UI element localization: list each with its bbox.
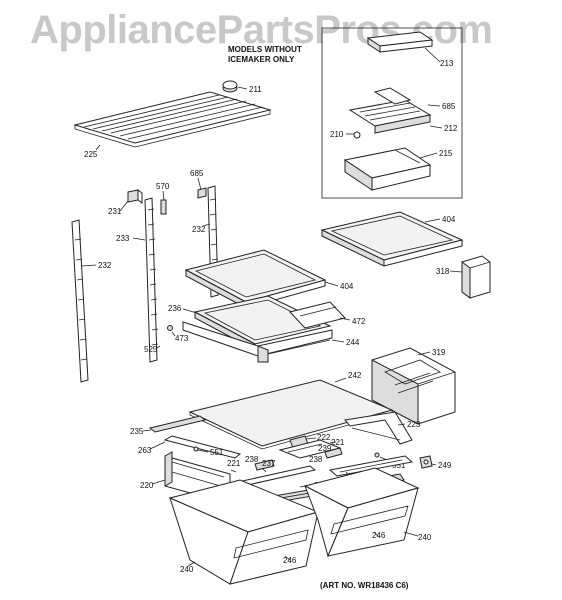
part-213-tray — [366, 31, 434, 53]
part-223-rail — [344, 411, 413, 445]
callout-246-left: 246 — [283, 556, 297, 565]
callout-685: 685 — [190, 169, 204, 178]
callout-222: 222 — [317, 433, 331, 442]
part-249-clip — [419, 455, 433, 469]
callout-211: 211 — [249, 85, 262, 94]
callout-231: 231 — [108, 207, 122, 216]
callout-319: 319 — [432, 348, 446, 357]
callout-210: 210 — [330, 130, 344, 139]
part-231-bracket — [127, 189, 143, 204]
callout-233: 233 — [116, 234, 130, 243]
callout-213: 213 — [440, 59, 454, 68]
callout-685-inset: 685 — [442, 102, 456, 111]
callout-244: 244 — [346, 338, 360, 347]
callout-472: 472 — [352, 317, 366, 326]
callout-246-right: 246 — [372, 531, 386, 540]
callout-225: 225 — [84, 150, 98, 159]
callout-212: 212 — [444, 124, 458, 133]
callout-239: 239 — [318, 444, 332, 453]
callout-238-right: 238 — [309, 455, 323, 464]
part-240-drawer-right — [303, 467, 420, 558]
part-240-drawer-left — [168, 479, 320, 585]
callout-551-right: 551 — [392, 461, 406, 470]
part-225-wire-shelf — [73, 91, 272, 148]
callout-223: 223 — [407, 420, 421, 429]
part-211-cap — [222, 80, 238, 93]
callout-404-right: 404 — [442, 215, 456, 224]
part-473-screw — [167, 325, 173, 331]
callout-249: 249 — [438, 461, 452, 470]
callout-232-left: 232 — [98, 261, 112, 270]
callout-221-center: 221 — [331, 438, 345, 447]
callout-570: 570 — [156, 182, 170, 191]
callout-221-left: 221 — [227, 459, 241, 468]
part-235-trim — [148, 415, 207, 433]
part-242-crisper-cover — [188, 379, 394, 450]
part-318-bracket — [461, 255, 491, 299]
callout-235: 235 — [130, 427, 144, 436]
inset-header-line2: ICEMAKER ONLY — [228, 55, 295, 64]
callout-525: 525 — [144, 345, 158, 354]
part-210-screw — [353, 131, 361, 139]
part-551-screw-left — [193, 446, 199, 452]
callout-215: 215 — [439, 149, 453, 158]
part-215-ice-bucket — [343, 147, 432, 191]
callout-404-center: 404 — [340, 282, 354, 291]
art-number: (ART NO. WR18436 C6) — [320, 581, 409, 590]
part-570-screw — [160, 199, 167, 215]
callout-236: 236 — [168, 304, 182, 313]
part-241-frame — [328, 455, 414, 477]
callout-242: 242 — [348, 371, 362, 380]
part-319-housing — [371, 347, 456, 425]
callout-238-left: 238 — [245, 455, 259, 464]
callout-240-left: 240 — [180, 565, 194, 574]
part-244-shelf-frame — [182, 321, 333, 363]
part-212-ice-tray — [348, 87, 432, 134]
part-238-slider — [254, 447, 343, 471]
part-404-glass-shelf-right — [320, 211, 464, 267]
callout-220: 220 — [140, 481, 154, 490]
part-551-screw-right — [374, 452, 380, 458]
part-263-support — [163, 435, 242, 459]
callout-237: 237 — [262, 459, 276, 468]
part-685-clip — [197, 187, 207, 199]
callout-551-left: 551 — [210, 448, 224, 457]
inset-header-line1: MODELS WITHOUT — [228, 45, 302, 54]
callout-318: 318 — [436, 267, 450, 276]
part-237-channel — [236, 465, 317, 487]
part-232-rail-left — [71, 219, 89, 383]
callout-263: 263 — [138, 446, 152, 455]
callout-232-upper: 232 — [192, 225, 206, 234]
inset-box — [321, 27, 463, 199]
part-472-slide-rail — [289, 301, 346, 329]
callout-240-right: 240 — [418, 533, 432, 542]
callout-473: 473 — [175, 334, 189, 343]
part-233-rail — [144, 197, 159, 363]
